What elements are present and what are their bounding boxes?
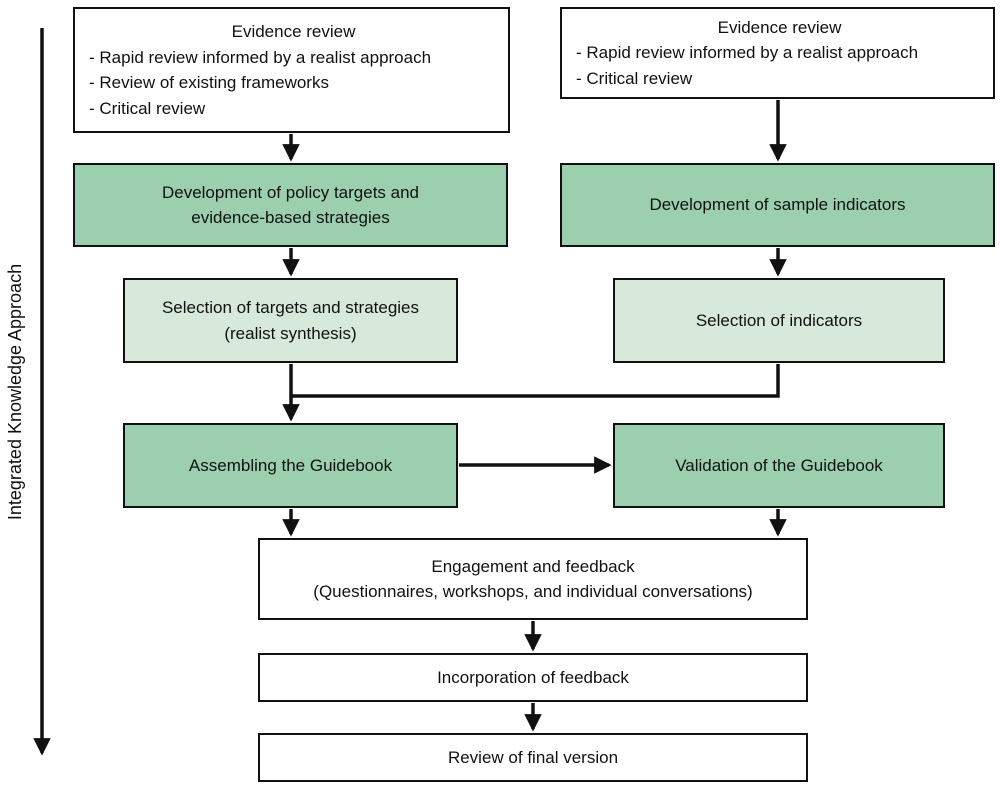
box-line: Selection of indicators [695, 310, 863, 330]
box-evidence-review-right: Evidence review - Rapid review informed … [560, 7, 995, 99]
box-assembling-guidebook: Assembling the Guidebook [123, 423, 458, 508]
box-engagement-feedback: Engagement and feedback (Questionnaires,… [258, 538, 808, 620]
box-title: Evidence review [717, 17, 842, 37]
box-evidence-review-left: Evidence review - Rapid review informed … [73, 7, 510, 133]
box-line: Assembling the Guidebook [188, 455, 393, 475]
bullet-item: - Review of existing frameworks [89, 73, 329, 92]
box-validation-guidebook: Validation of the Guidebook [613, 423, 945, 508]
connector-sel-right-to-junction [291, 364, 780, 398]
box-selection-indicators: Selection of indicators [613, 278, 945, 363]
box-selection-targets-strategies: Selection of targets and strategies (rea… [123, 278, 458, 363]
box-line: evidence-based strategies [191, 208, 390, 227]
box-development-policy-targets: Development of policy targets and eviden… [73, 163, 508, 247]
bullet-item: - Critical review [576, 68, 693, 88]
box-line: (Questionnaires, workshops, and individu… [313, 582, 753, 601]
box-line: Engagement and feedback [431, 556, 635, 576]
box-title: Evidence review [231, 22, 356, 41]
box-line: Incorporation of feedback [437, 667, 629, 687]
box-line: Selection of targets and strategies [161, 298, 420, 317]
bullet-item: - Critical review [89, 98, 206, 118]
box-development-sample-indicators: Development of sample indicators [560, 163, 995, 247]
bullet-item: - Rapid review informed by a realist app… [576, 43, 919, 63]
box-line: Review of final version [447, 747, 619, 767]
bullet-item: - Rapid review informed by a realist app… [89, 47, 432, 67]
box-line: Validation of the Guidebook [675, 455, 883, 475]
side-axis-label: Integrated Knowledge Approach [5, 263, 25, 521]
box-line: Development of policy targets and [161, 182, 420, 202]
box-line: Development of sample indicators [649, 195, 906, 215]
box-incorporation-feedback: Incorporation of feedback [258, 653, 808, 702]
box-line: (realist synthesis) [224, 323, 357, 343]
box-review-final-version: Review of final version [258, 733, 808, 782]
